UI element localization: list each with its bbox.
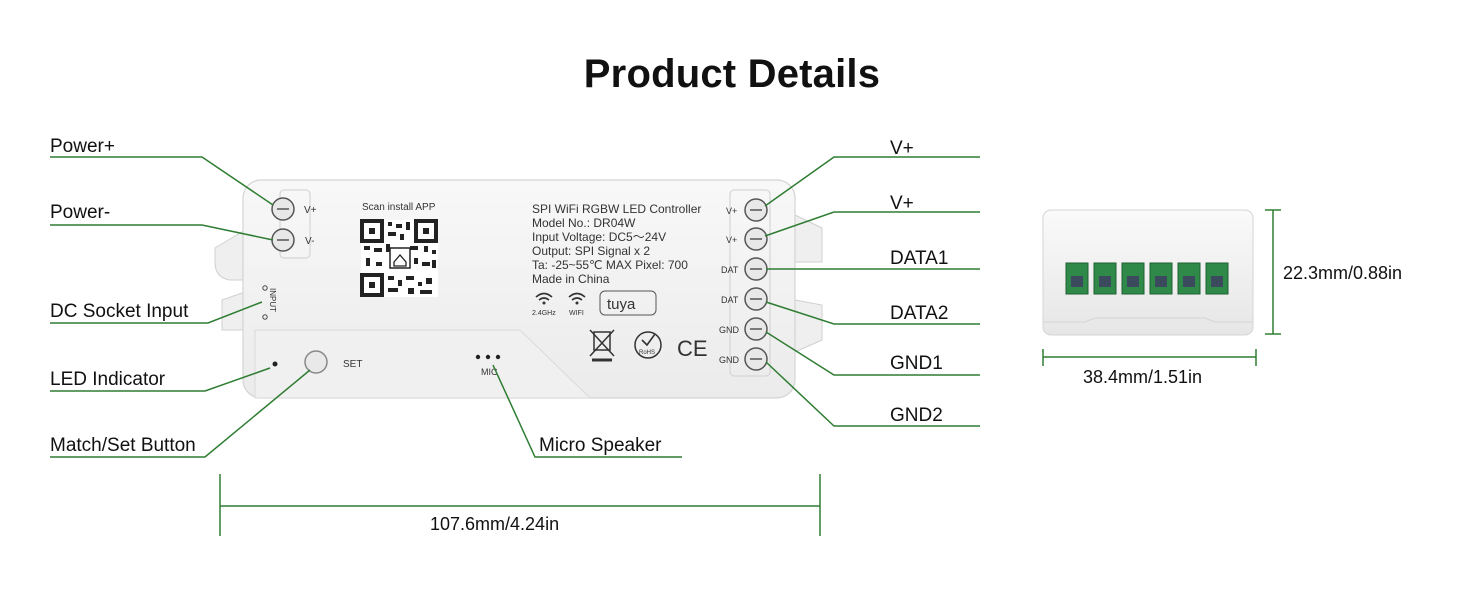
svg-text:Output: SPI Signal x 2: Output: SPI Signal x 2 (532, 244, 650, 258)
right-terminal-4 (744, 287, 768, 311)
ce-mark: CE (677, 336, 708, 361)
wifi-label: WIFI (569, 310, 584, 317)
right-terminal-1 (744, 198, 768, 222)
callout-gnd2: GND2 (890, 405, 943, 426)
width-dimension-label: 38.4mm/1.51in (1083, 367, 1203, 387)
wifi-icon (568, 292, 586, 301)
width-dimension-line (1042, 349, 1257, 366)
callout-data2: DATA2 (890, 303, 949, 324)
side-view-housing (1042, 209, 1254, 336)
wifi-24ghz-label: 2.4GHz (532, 310, 556, 317)
mic-holes (475, 354, 501, 360)
length-dimension-label: 107.6mm/4.24in (430, 514, 560, 534)
length-dimension-line (219, 474, 821, 536)
svg-text:V+: V+ (726, 235, 737, 245)
device-spec-label: SPI WiFi RGBW LED Controller Model No.: … (532, 202, 701, 286)
callout-match-button: Match/Set Button (50, 435, 196, 456)
mic-label: MIC (481, 367, 498, 377)
qr-code-icon (360, 219, 438, 297)
right-terminal-5 (744, 317, 768, 341)
left-term-label-vminus: V- (305, 236, 314, 247)
callout-gnd1: GND1 (890, 353, 943, 374)
rohs-icon (634, 331, 662, 359)
svg-text:DAT: DAT (721, 295, 739, 305)
tuya-logo-text: tuya (607, 296, 636, 313)
svg-text:DAT: DAT (721, 265, 739, 275)
wifi-24ghz-icon (535, 292, 553, 301)
callout-micro-speaker: Micro Speaker (539, 435, 662, 456)
callout-power-minus: Power- (50, 202, 111, 223)
svg-text:Ta: -25~55℃ MAX Pixel: 700: Ta: -25~55℃ MAX Pixel: 700 (532, 258, 688, 272)
input-socket-icon (262, 285, 268, 291)
callout-power-plus: Power+ (50, 136, 115, 157)
set-label: SET (343, 359, 362, 370)
callout-v-plus-2: V+ (890, 193, 914, 214)
svg-text:SPI WiFi RGBW LED Controller: SPI WiFi RGBW LED Controller (532, 202, 701, 216)
height-dimension-line (1265, 209, 1281, 335)
left-terminal-vplus (271, 197, 295, 221)
input-label: INPUT (268, 288, 277, 312)
right-terminal-labels: V+ V+ DAT DAT GND GND (719, 206, 740, 365)
weee-bin-icon (589, 329, 615, 362)
callout-v-plus-1: V+ (890, 138, 914, 159)
svg-text:V+: V+ (726, 206, 737, 216)
right-terminal-2 (744, 227, 768, 251)
left-terminal-vminus (271, 228, 295, 252)
set-button (304, 350, 328, 374)
left-term-label-vplus: V+ (304, 205, 317, 216)
leader-lines (50, 156, 980, 458)
page-title: Product Details (583, 52, 881, 96)
led-indicator (272, 361, 278, 367)
svg-text:Made in China: Made in China (532, 272, 610, 286)
scan-app-label: Scan install APP (362, 202, 436, 213)
callout-data1: DATA1 (890, 248, 949, 269)
tuya-logo (599, 290, 657, 316)
callout-dc-socket: DC Socket Input (50, 301, 189, 322)
height-dimension-label: 22.3mm/0.88in (1283, 263, 1403, 283)
svg-text:Model No.: DR04W: Model No.: DR04W (532, 216, 636, 230)
rohs-label: RoHS (639, 350, 655, 356)
right-terminal-6 (744, 347, 768, 371)
svg-text:Input Voltage: DC5～24V: Input Voltage: DC5～24V (532, 230, 666, 244)
svg-text:GND: GND (719, 325, 740, 335)
callout-led-indicator: LED Indicator (50, 369, 166, 390)
right-terminal-3 (744, 257, 768, 281)
svg-text:GND: GND (719, 355, 740, 365)
